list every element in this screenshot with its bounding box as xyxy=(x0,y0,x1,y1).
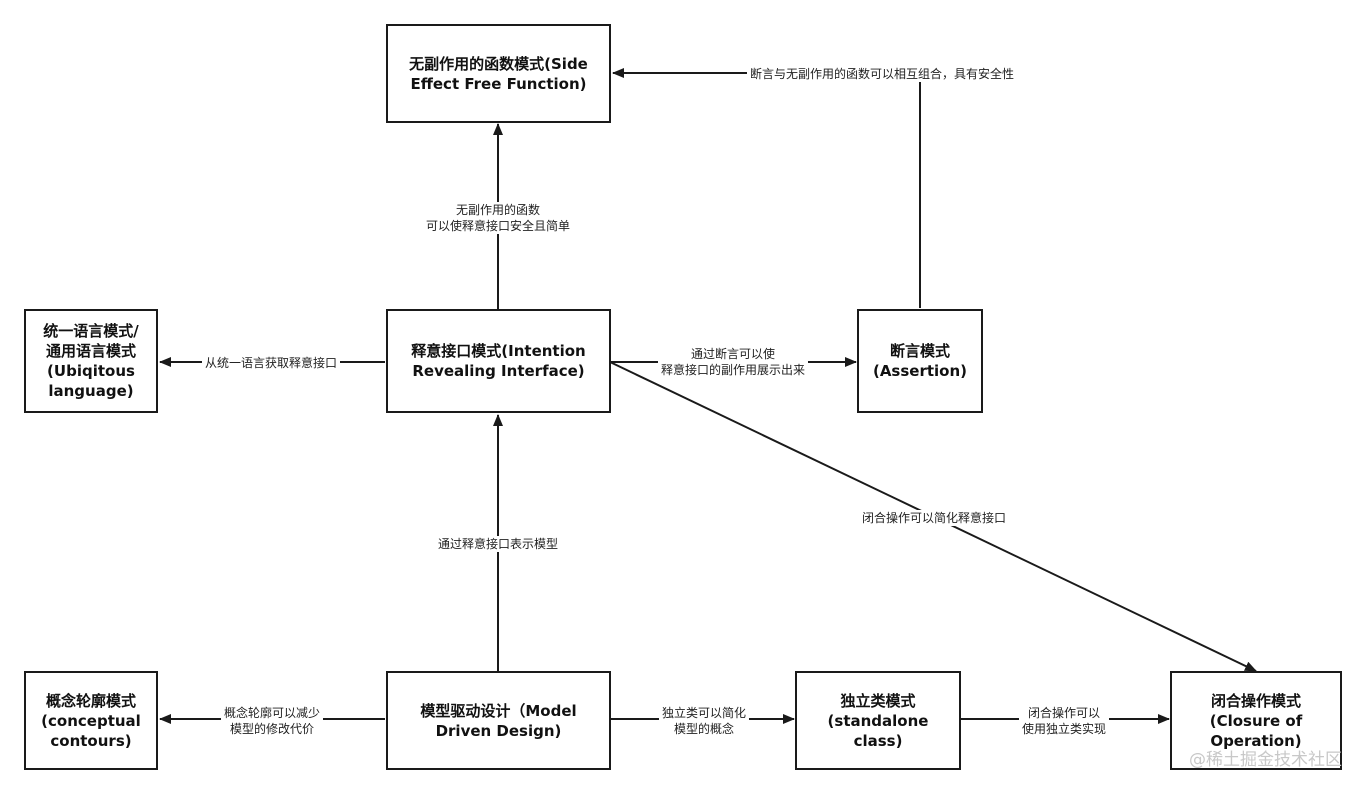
label-model-to-intention: 通过释意接口表示模型 xyxy=(434,536,562,552)
node-intention-revealing-interface[interactable]: 释意接口模式(Intention Revealing Interface) xyxy=(386,309,611,413)
node-assertion[interactable]: 断言模式 (Assertion) xyxy=(857,309,983,413)
label-intention-to-closure: 闭合操作可以简化释意接口 xyxy=(858,510,1010,526)
node-model-driven-design[interactable]: 模型驱动设计（Model Driven Design) xyxy=(386,671,611,770)
label-model-to-standalone: 独立类可以简化 模型的概念 xyxy=(658,705,750,737)
label-standalone-to-closure: 闭合操作可以 使用独立类实现 xyxy=(1018,705,1110,737)
node-side-effect-free-function[interactable]: 无副作用的函数模式(Side Effect Free Function) xyxy=(386,24,611,123)
label-intention-to-assertion: 通过断言可以使 释意接口的副作用展示出来 xyxy=(657,346,809,378)
watermark: @稀土掘金技术社区 xyxy=(1189,750,1342,770)
node-conceptual-contours[interactable]: 概念轮廓模式 (conceptual contours) xyxy=(24,671,158,770)
label-assertion-to-side-effect-free: 断言与无副作用的函数可以相互组合，具有安全性 xyxy=(746,66,1018,82)
node-ubiquitous-language[interactable]: 统一语言模式/ 通用语言模式 (Ubiqitous language) xyxy=(24,309,158,413)
label-intention-to-ubiquitous: 从统一语言获取释意接口 xyxy=(201,355,341,371)
label-model-to-conceptual: 概念轮廓可以减少 模型的修改代价 xyxy=(220,705,324,737)
node-standalone-class[interactable]: 独立类模式 (standalone class) xyxy=(795,671,961,770)
node-closure-of-operation[interactable]: 闭合操作模式 (Closure of Operation) xyxy=(1170,671,1342,770)
edge-assertion-to-side-effect-free xyxy=(612,68,921,308)
label-intention-to-side-effect-free: 无副作用的函数 可以使释意接口安全且简单 xyxy=(422,202,574,234)
